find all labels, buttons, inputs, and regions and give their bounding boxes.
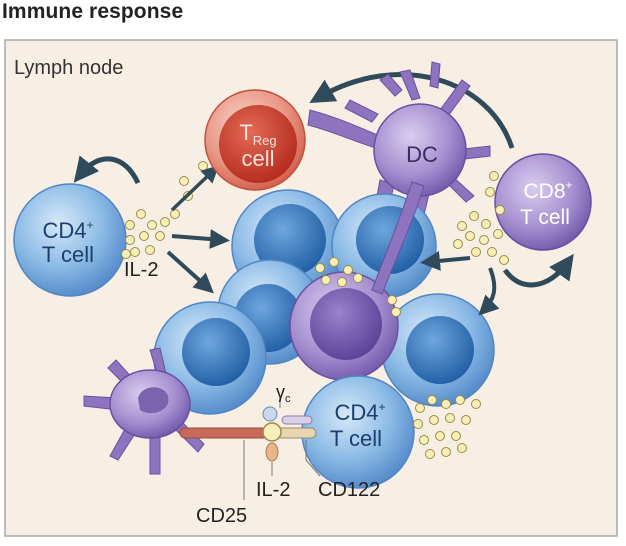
arrow-cd8-autocrine: [502, 253, 574, 288]
treg-subscript: Reg: [253, 133, 277, 148]
gamma-c-subscript: c: [285, 393, 291, 405]
cd4-left-label-line1: CD4+: [42, 218, 93, 243]
cd4-bottom-superscript: +: [379, 400, 386, 414]
cd8-t-cell: CD8+ T cell: [494, 153, 592, 251]
dc-label: DC: [406, 142, 438, 167]
treg-label-line2: cell: [241, 146, 274, 171]
cd4-bottom-label-line2: T cell: [330, 426, 382, 451]
treg-t: T: [239, 120, 252, 145]
treg-cell: TReg cell: [204, 89, 306, 191]
bottom-dc-cell: [83, 347, 205, 475]
cd8-superscript: +: [566, 178, 573, 192]
gamma-c-receptor: [281, 415, 313, 425]
cd8-label-line1: CD8+: [523, 178, 572, 203]
cd25-label: CD25: [196, 505, 247, 527]
figure-heading: Immune response: [2, 0, 184, 23]
il2-dots-bottom: [413, 395, 481, 459]
cd8-label-line2: T cell: [520, 206, 570, 229]
gamma-c-knob: [262, 406, 278, 422]
cd122-knob: [265, 442, 279, 462]
il2-receptor-complex: [179, 406, 317, 462]
arrow-cd4-autocrine: [73, 155, 141, 185]
arrow-il2-to-cluster-down: [166, 250, 214, 294]
cd25-receptor: [179, 427, 269, 439]
gamma-c-text: γ: [276, 382, 285, 402]
dc-cell: DC: [373, 103, 467, 197]
cd8-text: CD8: [523, 180, 565, 203]
leader-lines: [243, 400, 321, 500]
il2-dots-cluster: [315, 257, 401, 317]
il2-dots-cd8: [453, 171, 509, 265]
il2-left-label: IL-2: [124, 259, 158, 281]
arrow-cd8-to-cd4: [478, 267, 500, 316]
cd122-receptor: [275, 427, 317, 439]
cd4-bottom-text: CD4: [334, 400, 378, 425]
il2-dots-cd4-left: [121, 209, 170, 259]
cd4-bottom-t-cell: CD4+ T cell: [301, 375, 415, 489]
cd122-label: CD122: [318, 479, 380, 501]
gamma-c-label: γc: [276, 382, 291, 405]
arrow-il2-to-treg: [170, 165, 220, 212]
cd4-left-t-cell: CD4+ T cell: [13, 183, 127, 297]
il2-bottom-label: IL-2: [256, 479, 290, 501]
responding-t-cell-5: [381, 293, 495, 407]
region-label: Lymph node: [14, 57, 123, 79]
il2-bound: [262, 422, 282, 442]
cd4-bottom-label-line1: CD4+: [334, 400, 385, 425]
arrow-il2-to-cluster-right: [171, 229, 230, 250]
dc-dendrite-front: [371, 181, 425, 295]
treg-label-line1: TReg: [239, 120, 276, 148]
cd4-left-text: CD4: [42, 218, 86, 243]
central-cd8-t-cell: [289, 271, 399, 381]
cd4-left-label-line2: T cell: [42, 242, 94, 267]
cd4-left-superscript: +: [87, 218, 94, 232]
arrow-cd8-to-cluster: [420, 250, 471, 271]
